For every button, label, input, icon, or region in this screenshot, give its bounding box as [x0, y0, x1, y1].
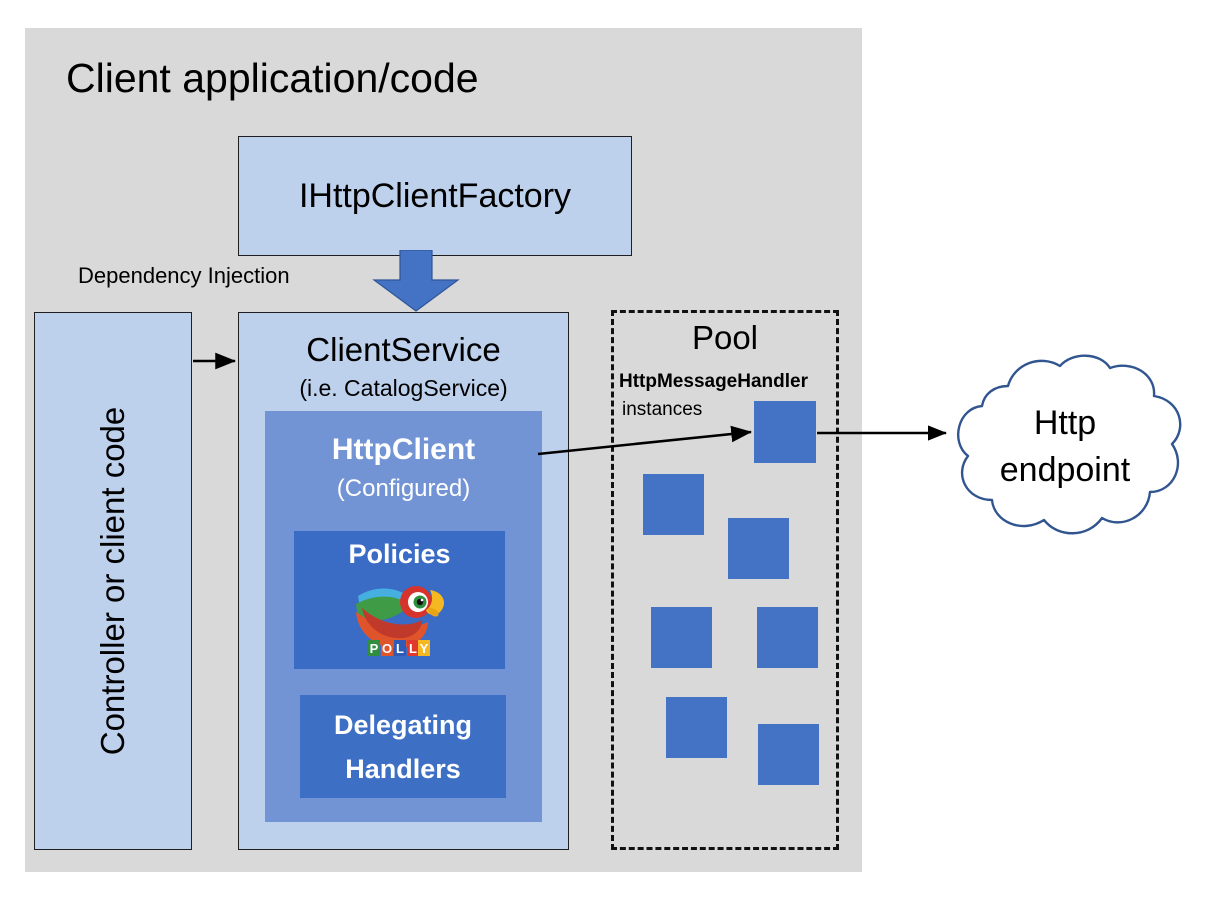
delegating-handlers-box[interactable]: Delegating Handlers [300, 695, 506, 798]
client-application-title: Client application/code [66, 55, 479, 101]
http-endpoint-cloud[interactable]: Http endpoint [936, 352, 1194, 544]
pool-box[interactable]: Pool HttpMessageHandler instances [611, 310, 839, 850]
client-service-subtitle: (i.e. CatalogService) [299, 375, 508, 401]
controller-label: Controller or client code [94, 406, 131, 756]
delegating-handlers-line-1: Delegating [333, 709, 473, 740]
http-endpoint-line-1: Http [1033, 404, 1097, 442]
svg-text:O: O [381, 641, 391, 656]
cloud-shape-icon [957, 354, 1182, 535]
http-endpoint-label: Http endpoint [936, 400, 1194, 494]
ihttpclientfactory-box[interactable]: IHttpClientFactory [238, 136, 632, 256]
httpmessagehandler-instance[interactable] [754, 401, 816, 463]
svg-text:L: L [396, 641, 404, 656]
httpmessagehandler-instance[interactable] [666, 697, 727, 758]
pool-subtitle-regular: instances [622, 399, 703, 420]
controller-or-client-code-box[interactable]: Controller or client code [34, 312, 192, 850]
svg-text:L: L [409, 641, 417, 656]
dependency-injection-arrow-icon [370, 249, 462, 312]
delegating-handlers-line-2: Handlers [345, 753, 461, 784]
svg-text:P: P [369, 641, 378, 656]
http-endpoint-line-2: endpoint [999, 451, 1131, 489]
pool-title: Pool [691, 319, 759, 356]
ihttpclientfactory-label: IHttpClientFactory [298, 176, 572, 215]
policies-title: Policies [348, 539, 451, 569]
httpclient-subtitle: (Configured) [336, 475, 471, 502]
policies-box[interactable]: Policies [294, 531, 505, 669]
polly-parrot-logo-icon: P O L L Y [352, 578, 448, 660]
pool-subtitle-bold: HttpMessageHandler [619, 371, 808, 392]
svg-text:Y: Y [419, 641, 428, 656]
httpmessagehandler-instance[interactable] [757, 607, 818, 668]
httpclient-title: HttpClient [331, 433, 476, 466]
httpmessagehandler-instance[interactable] [651, 607, 712, 668]
client-service-title: ClientService [306, 331, 501, 368]
dependency-injection-label: Dependency Injection [78, 263, 290, 288]
httpmessagehandler-instance[interactable] [643, 474, 704, 535]
httpmessagehandler-instance[interactable] [758, 724, 819, 785]
httpmessagehandler-instance[interactable] [728, 518, 789, 579]
